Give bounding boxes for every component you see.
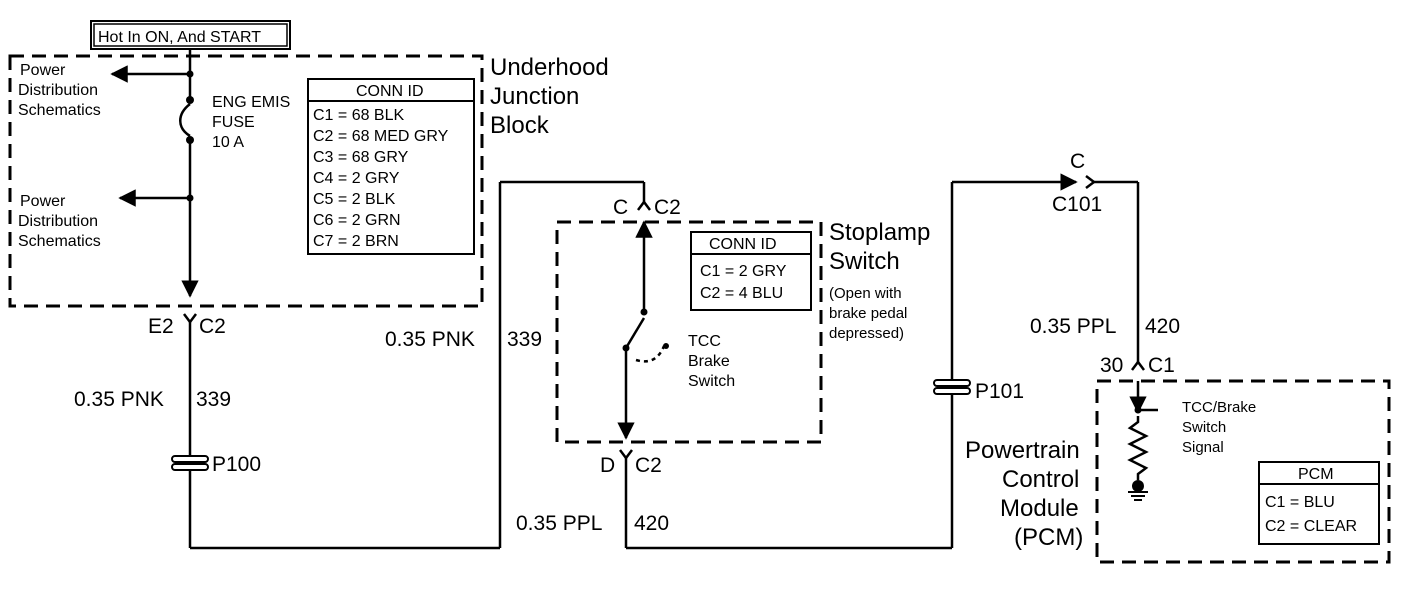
switch-blade (624, 317, 646, 349)
stoplamp-in-conn: C2 (654, 196, 681, 219)
stoplamp-conn-id-table: CONN ID C1 = 2 GRY C2 = 4 BLU (690, 231, 812, 311)
pds-bottom-line-2: Distribution (18, 213, 98, 230)
wire-420-circuit: 420 (634, 512, 669, 535)
ujb-connector-id: C2 (199, 315, 226, 338)
ujb-title-line-1: Underhood (490, 54, 609, 81)
power-supply-note: Hot In ON, And START (90, 20, 291, 50)
ujb-conn-id-header: CONN ID (356, 83, 424, 100)
ujb-conn-row: C6 = 2 GRN (313, 212, 401, 229)
pcm-conn-row: C1 = BLU (1265, 494, 1335, 511)
wire-420-circuit-2: 420 (1145, 315, 1180, 338)
switch-action-arc (635, 345, 666, 363)
pds-bottom-line-3: Schematics (18, 233, 101, 250)
power-supply-note-text: Hot In ON, And START (98, 29, 261, 46)
resistor-icon (1127, 416, 1149, 480)
tcc-switch-label-line-1: TCC (688, 333, 721, 350)
tcc-switch-label-line-3: Switch (688, 373, 735, 390)
wire-339-circuit-2: 339 (507, 328, 542, 351)
pcm-title-line-2: Control (1002, 466, 1079, 493)
fuse-label-line-1: ENG EMIS (212, 94, 290, 111)
connector-female-symbol (183, 313, 197, 325)
fuse-terminal (186, 96, 194, 104)
ujb-connector-e2-c2: E2 C2 (148, 313, 226, 338)
underhood-junction-block: Underhood Junction Block ENG EMIS FUSE 1… (8, 54, 609, 308)
passthrough-p101: P101 (933, 379, 1024, 403)
ujb-title-line-3: Block (490, 112, 550, 139)
stoplamp-out-conn: C2 (635, 454, 662, 477)
wire-420-gauge-color-2: 0.35 PPL (1030, 315, 1116, 338)
ujb-conn-row: C1 = 68 BLK (313, 107, 405, 124)
stoplamp-title-line-1: Stoplamp (829, 219, 930, 246)
pds-top-line-3: Schematics (18, 102, 101, 119)
stoplamp-in-pin: C (613, 196, 628, 219)
switch-contact (640, 308, 648, 316)
connector-female-symbol (1085, 175, 1097, 189)
ground-icon (1132, 480, 1144, 492)
passthrough-p101-label: P101 (975, 380, 1024, 403)
c101-name: C101 (1052, 193, 1102, 216)
pcm-title-line-4: (PCM) (1014, 524, 1083, 551)
ujb-conn-id-table: CONN ID C1 = 68 BLK C2 = 68 MED GRY C3 =… (307, 78, 475, 255)
connector-female-symbol (1131, 359, 1145, 371)
ujb-conn-row: C3 = 68 GRY (313, 149, 409, 166)
stoplamp-switch: C C2 TCC Brake Switch CONN ID C1 = 2 GRY… (555, 196, 930, 477)
stoplamp-title-line-2: Switch (829, 248, 900, 275)
ujb-conn-row: C2 = 68 MED GRY (313, 128, 449, 145)
pds-bottom-line-1: Power (20, 193, 66, 210)
pds-top-line-2: Distribution (18, 82, 98, 99)
pcm-dashed-boundary (1095, 379, 1391, 564)
stoplamp-note-line-3: depressed) (829, 325, 904, 342)
stoplamp-note-line-2: brake pedal (829, 305, 907, 322)
wire-339-gauge-color-2: 0.35 PNK (385, 328, 475, 351)
pcm-conn-id-table: PCM C1 = BLU C2 = CLEAR (1258, 461, 1380, 545)
stoplamp-note-line-1: (Open with (829, 285, 902, 302)
c101-pin: C (1070, 150, 1085, 173)
connector-female-symbol (619, 449, 633, 461)
pds-top-line-1: Power (20, 62, 66, 79)
passthrough-p100-label: P100 (212, 453, 261, 476)
fuse-label-line-3: 10 A (212, 134, 244, 151)
pcm-conn-row: C2 = CLEAR (1265, 518, 1357, 535)
stoplamp-conn-row: C1 = 2 GRY (700, 263, 787, 280)
fuse-icon (179, 103, 191, 138)
ujb-conn-row: C4 = 2 GRY (313, 170, 400, 187)
pcm-signal-line-3: Signal (1182, 439, 1224, 456)
pcm-title-line-3: Module (1000, 495, 1079, 522)
stoplamp-out-pin: D (600, 454, 615, 477)
wire-420-gauge-color: 0.35 PPL (516, 512, 602, 535)
wire-339-circuit: 339 (196, 388, 231, 411)
pcm-connector-pin: 30 (1100, 354, 1123, 377)
pcm-signal-line-1: TCC/Brake (1182, 399, 1256, 416)
fuse-label-line-2: FUSE (212, 114, 255, 131)
ujb-conn-row: C5 = 2 BLK (313, 191, 396, 208)
passthrough-p100: P100 (171, 453, 261, 476)
pcm-signal-line-2: Switch (1182, 419, 1226, 436)
powertrain-control-module: Powertrain Control Module (PCM) TCC/Brak… (965, 379, 1391, 564)
ujb-title-line-2: Junction (490, 83, 579, 110)
stoplamp-conn-id-header: CONN ID (709, 236, 777, 253)
ujb-dashed-boundary (8, 54, 484, 308)
stoplamp-dashed-boundary (555, 220, 823, 444)
inline-connector-c101: C C101 (1052, 150, 1138, 216)
ujb-conn-row: C7 = 2 BRN (313, 233, 399, 250)
pcm-title-line-1: Powertrain (965, 437, 1080, 464)
ujb-connector-pin: E2 (148, 315, 174, 338)
wire-339-gauge-color: 0.35 PNK (74, 388, 164, 411)
stoplamp-conn-row: C2 = 4 BLU (700, 285, 783, 302)
pcm-connector-30-c1: 30 C1 (1100, 354, 1175, 377)
pcm-connector-id: C1 (1148, 354, 1175, 377)
pcm-conn-id-header: PCM (1298, 466, 1334, 483)
connector-female-symbol (637, 199, 651, 211)
tcc-switch-label-line-2: Brake (688, 353, 730, 370)
